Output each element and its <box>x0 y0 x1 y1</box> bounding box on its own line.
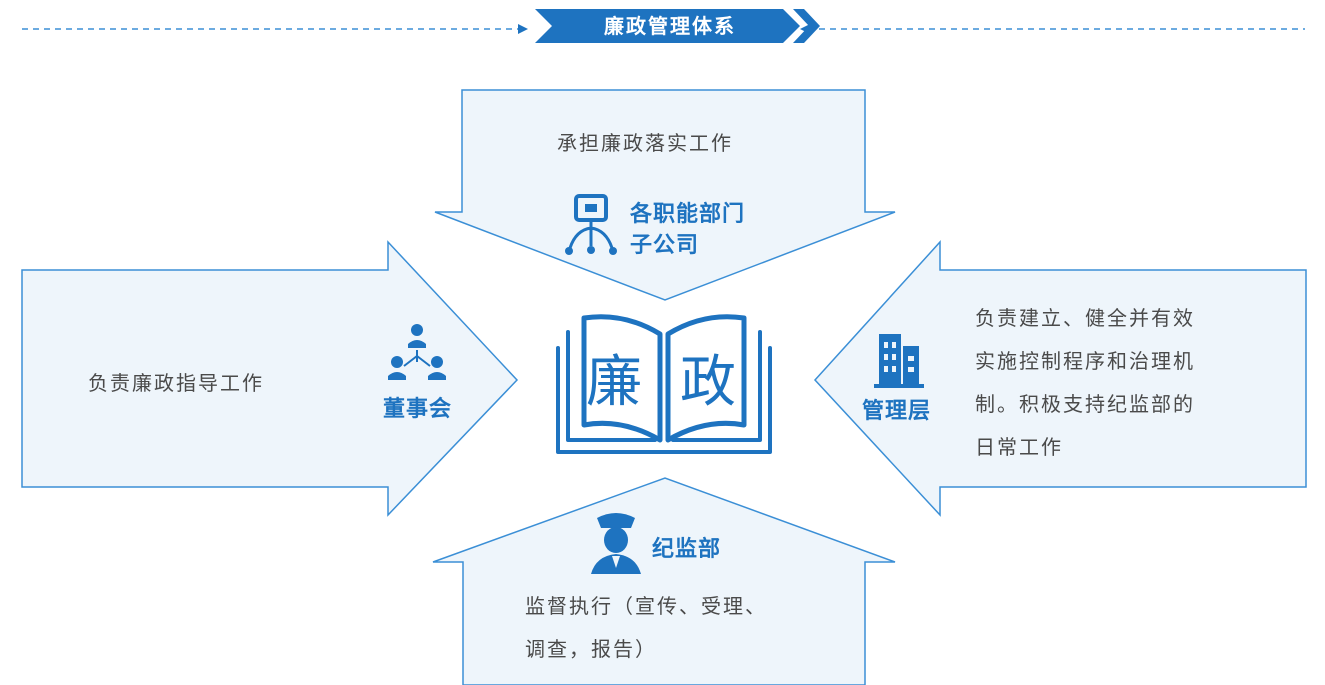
page-title: 廉政管理体系 <box>604 14 736 38</box>
bottom-arrow-panel <box>432 477 896 685</box>
title-banner-chevron <box>793 9 820 43</box>
org-chart-icon <box>565 194 617 255</box>
right-label: 管理层 <box>862 399 932 424</box>
header-arrow-left <box>518 24 528 34</box>
bottom-description-line2: 调查，报告） <box>525 637 657 661</box>
book-icon <box>556 314 772 454</box>
building-icon <box>874 334 924 388</box>
left-arrow-panel <box>21 240 519 517</box>
title-banner <box>535 9 800 43</box>
top-description: 承担廉政落实工作 <box>557 131 733 155</box>
top-arrow-panel <box>434 89 896 301</box>
book-char-left: 廉 <box>586 350 642 415</box>
left-description: 负责廉政指导工作 <box>88 371 264 395</box>
police-officer-icon <box>591 513 641 574</box>
bottom-description-line1: 监督执行（宣传、受理、 <box>525 594 767 618</box>
top-label-line1: 各职能部门 <box>630 202 746 227</box>
right-description-line3: 制。积极支持纪监部的 <box>975 392 1195 416</box>
right-description-line1: 负责建立、健全并有效 <box>975 306 1195 330</box>
top-label-line2: 子公司 <box>630 233 700 258</box>
right-description-line2: 实施控制程序和治理机 <box>975 349 1195 373</box>
left-label: 董事会 <box>383 397 453 422</box>
bottom-label: 纪监部 <box>652 537 722 562</box>
right-arrow-panel <box>813 240 1307 517</box>
right-description-line4: 日常工作 <box>975 435 1063 459</box>
book-char-right: 政 <box>680 350 736 415</box>
people-network-icon <box>388 324 446 380</box>
